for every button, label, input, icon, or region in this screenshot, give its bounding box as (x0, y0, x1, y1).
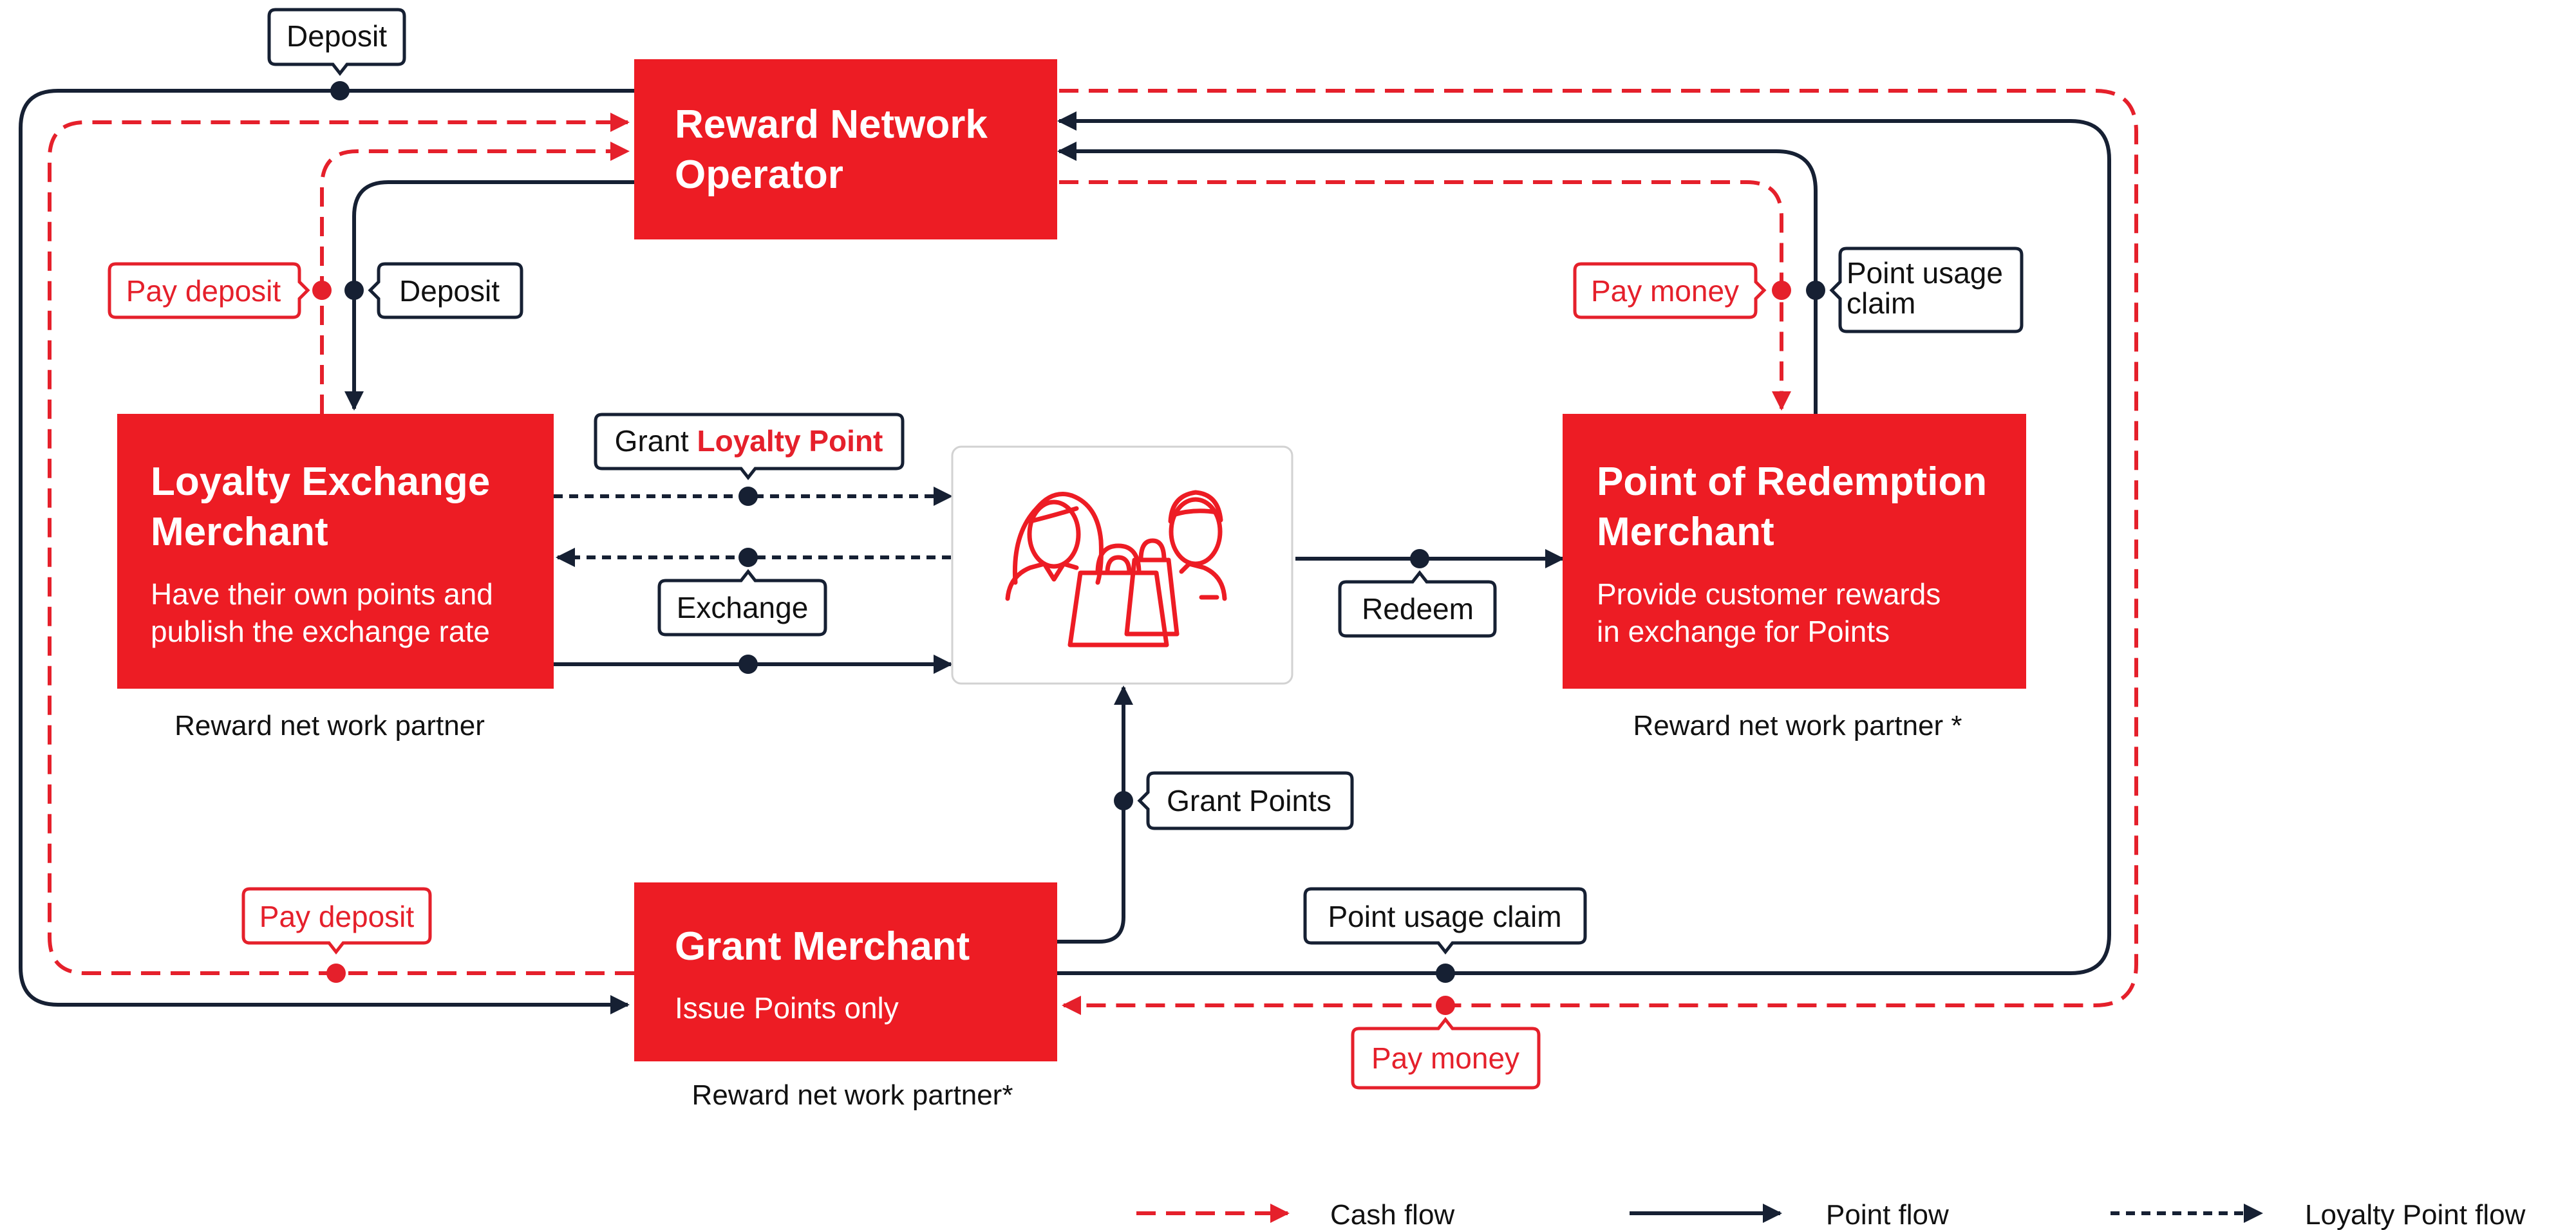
exchange-merchant-title-line2: Merchant (151, 510, 328, 554)
deposit-top-dot (330, 81, 350, 100)
deposit-top-text: Deposit (287, 19, 387, 53)
label-grant-points: Grant Points (1114, 771, 1354, 830)
grant-merchant-caption: Reward net work partner* (692, 1079, 1013, 1111)
legend-loyalty-point-flow: Loyalty Point flow (2111, 1199, 2526, 1230)
grant-points-text: Grant Points (1167, 784, 1331, 817)
operator-title-line2: Operator (675, 153, 843, 197)
label-deposit-left: Deposit (344, 262, 523, 319)
grant-loyalty-point-dot (738, 487, 758, 506)
point-flow-claim-redemption (1057, 142, 1818, 414)
pay-deposit-bottom-text: Pay deposit (259, 900, 415, 933)
label-grant-loyalty-point: Grant Loyalty Point (594, 413, 905, 506)
grant-prefix: Grant (615, 424, 697, 458)
exchange-dot-point (738, 655, 758, 674)
redemption-merchant-desc-line2: in exchange for Points (1597, 615, 1890, 648)
label-exchange: Exchange (657, 548, 827, 674)
point-of-redemption-merchant-node: Point of Redemption Merchant Provide cus… (1563, 414, 2026, 689)
grant-loyalty-point-text: Grant Loyalty Point (615, 424, 883, 458)
redemption-merchant-caption: Reward net work partner * (1633, 710, 1962, 741)
reward-network-operator-node: Reward Network Operator (634, 59, 1057, 239)
grant-highlight: Loyalty Point (697, 424, 883, 458)
point-flow-claim-grant (1057, 111, 2111, 975)
loyalty-exchange-merchant-node: Loyalty Exchange Merchant Have their own… (117, 414, 554, 689)
pay-deposit-bottom-dot (326, 964, 346, 983)
cash-flow-pay-deposit-outer (48, 113, 634, 975)
redeem-dot (1410, 549, 1429, 568)
label-pay-deposit-left: Pay deposit (108, 262, 332, 319)
point-flow-deposit-outer (19, 89, 634, 1014)
legend-cash-flow: Cash flow (1136, 1199, 1454, 1230)
point-usage-claim-right-dot (1806, 281, 1825, 300)
cash-flow-pay-money-redemption (1059, 180, 1791, 411)
point-flow-deposit-to-exchange (344, 180, 634, 411)
legend: Cash flow Point flow Loyalty Point flow (1136, 1199, 2526, 1230)
redemption-merchant-title-line1: Point of Redemption (1597, 460, 1987, 504)
pay-money-bottom-text: Pay money (1371, 1041, 1519, 1075)
pay-money-right-text: Pay money (1591, 274, 1739, 308)
legend-point-flow-text: Point flow (1826, 1199, 1949, 1230)
customers-shopping-icon (1005, 490, 1227, 648)
label-point-usage-claim-bottom: Point usage claim (1303, 887, 1587, 983)
point-usage-claim-right-line2: claim (1847, 286, 1915, 320)
grant-merchant-node: Grant Merchant Issue Points only (634, 882, 1057, 1061)
label-deposit-top: Deposit (267, 8, 406, 100)
cash-flow-pay-money-grant (1059, 89, 2138, 1015)
pay-deposit-left-dot (312, 281, 332, 300)
redemption-merchant-title-line2: Merchant (1597, 510, 1774, 554)
deposit-left-text: Deposit (399, 274, 500, 308)
label-pay-money-right: Pay money (1573, 262, 1791, 319)
exchange-merchant-caption: Reward net work partner (174, 710, 485, 741)
legend-loyalty-point-flow-text: Loyalty Point flow (2305, 1199, 2526, 1230)
exchange-merchant-title-line1: Loyalty Exchange (151, 460, 490, 504)
label-pay-money-bottom: Pay money (1351, 996, 1541, 1090)
label-point-usage-claim-right: Point usage claim (1806, 247, 2024, 333)
pay-deposit-left-text: Pay deposit (126, 274, 281, 308)
exchange-text: Exchange (677, 591, 809, 624)
redeem-text: Redeem (1362, 592, 1474, 626)
operator-title-line1: Reward Network (675, 102, 988, 147)
pay-money-bottom-dot (1436, 996, 1455, 1015)
point-usage-claim-bottom-text: Point usage claim (1328, 900, 1561, 933)
pay-money-right-dot (1772, 281, 1791, 300)
point-usage-claim-bottom-dot (1436, 964, 1455, 983)
grant-points-dot (1114, 791, 1133, 810)
label-redeem: Redeem (1338, 549, 1497, 638)
exchange-dot-loyalty (738, 548, 758, 567)
point-flow-grant-points (1057, 685, 1133, 944)
exchange-merchant-desc-line1: Have their own points and (151, 577, 493, 611)
legend-cash-flow-text: Cash flow (1330, 1199, 1454, 1230)
grant-merchant-title: Grant Merchant (675, 924, 970, 969)
legend-point-flow: Point flow (1630, 1199, 1949, 1230)
label-pay-deposit-bottom: Pay deposit (241, 887, 432, 983)
redemption-merchant-desc-line1: Provide customer rewards (1597, 577, 1941, 611)
customers-node (951, 445, 1293, 685)
deposit-left-dot (344, 281, 364, 300)
exchange-merchant-desc-line2: publish the exchange rate (151, 615, 490, 648)
point-usage-claim-right-line1: Point usage (1847, 256, 2003, 290)
grant-merchant-desc: Issue Points only (675, 991, 899, 1025)
cash-flow-pay-deposit-exchange (320, 142, 630, 414)
